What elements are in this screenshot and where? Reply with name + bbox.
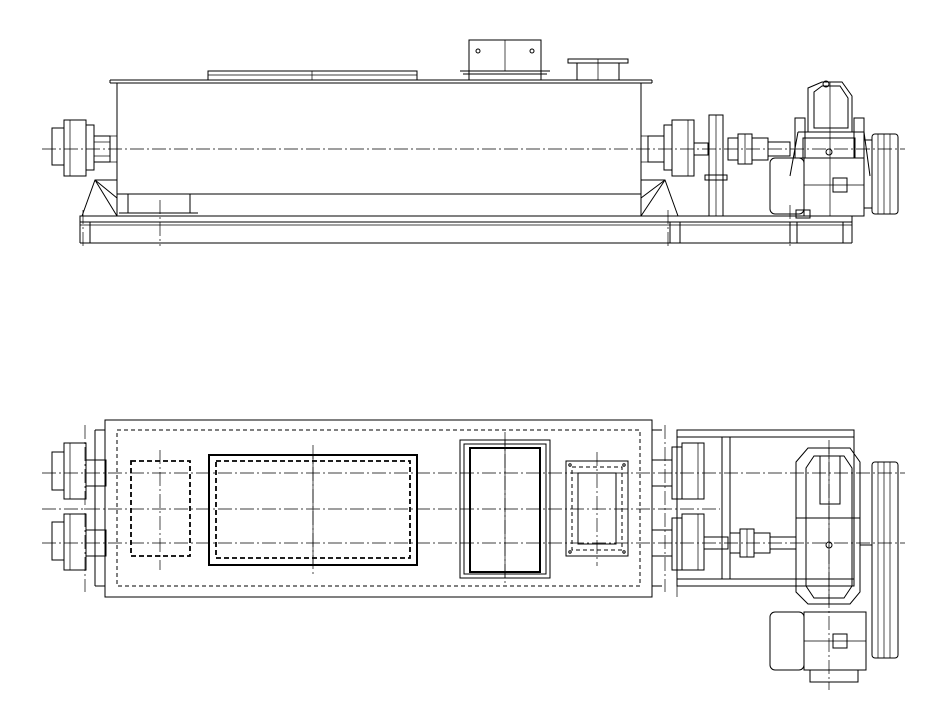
gearbox (789, 80, 871, 216)
trough-body (109, 79, 653, 217)
coupling-pedestal (704, 114, 728, 217)
front-centerlines (42, 148, 905, 246)
plan-centerlines (42, 425, 905, 690)
plan-view (42, 419, 905, 690)
gearbox-plan (795, 447, 861, 605)
pulley-plan (860, 461, 899, 659)
left-bearing-lower (51, 513, 107, 571)
left-support (81, 179, 118, 217)
trough-plan (95, 419, 662, 598)
right-bearing-lower (651, 513, 705, 571)
right-bearing (641, 119, 695, 177)
motor-plan (769, 611, 867, 683)
base-frame (79, 215, 853, 244)
left-bearing-upper (51, 442, 107, 500)
v-belt-pulley (864, 133, 899, 215)
right-bearing-upper (651, 442, 705, 500)
top-inlet-plate (207, 70, 418, 81)
left-bearing (51, 119, 117, 177)
vent-nozzle (567, 58, 629, 81)
inspection-opening (130, 460, 191, 557)
motor (769, 157, 865, 219)
right-support (640, 179, 679, 217)
drive-frame (676, 429, 855, 597)
front-elevation-view (42, 39, 905, 246)
bottom-outlet (119, 194, 198, 214)
feed-hopper (460, 39, 550, 80)
